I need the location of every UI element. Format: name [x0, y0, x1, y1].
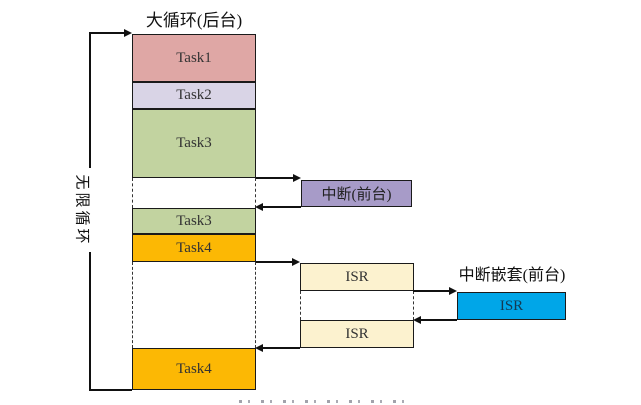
arrow-isr1-to-nested-isr: [413, 290, 450, 292]
background-loop-title: 大循环(后台): [145, 11, 243, 30]
isr-preempted-gap-region: [300, 291, 414, 320]
infinite-loop-label: 无限循环: [73, 174, 90, 247]
arrow-interrupt-return: [261, 206, 301, 208]
nested-isr-box: ISR: [457, 292, 566, 320]
arrow-task4-to-isr1: [256, 261, 293, 263]
isr-box-1: ISR: [300, 263, 414, 291]
preempted-gap-region-2: [132, 262, 256, 348]
loop-line-bottom: [89, 389, 132, 391]
isr-box-2: ISR: [300, 320, 414, 348]
arrowhead-left-icon: [255, 343, 263, 352]
arrow-nested-isr-return: [419, 319, 457, 321]
arrowhead-left-icon: [413, 315, 421, 324]
task-box-task2: Task2: [132, 82, 256, 109]
arrowhead-right-icon: [293, 173, 301, 182]
loop-line-top: [89, 32, 125, 34]
nested-interrupt-title: 中断嵌套(前台): [458, 267, 566, 284]
task-box-task4-resumed: Task4: [132, 348, 256, 390]
interrupt-box: 中断(前台): [301, 180, 412, 207]
arrow-isr2-return: [261, 347, 300, 349]
arrowhead-right-icon: [292, 257, 300, 266]
arrowhead-left-icon: [255, 202, 263, 211]
loop-arrowhead-icon: [124, 28, 132, 37]
task-box-task4: Task4: [132, 234, 256, 262]
task-box-task3: Task3: [132, 109, 256, 178]
arrowhead-right-icon: [449, 286, 457, 295]
task-box-task1: Task1: [132, 34, 256, 82]
caption-cutoff-marks: [239, 400, 415, 403]
loop-line-vertical-lower: [89, 252, 91, 390]
loop-line-vertical-upper: [89, 32, 91, 168]
preempted-gap-region-1: [132, 178, 256, 208]
task-box-task3-resumed: Task3: [132, 208, 256, 234]
arrow-task3-to-interrupt: [256, 177, 294, 179]
